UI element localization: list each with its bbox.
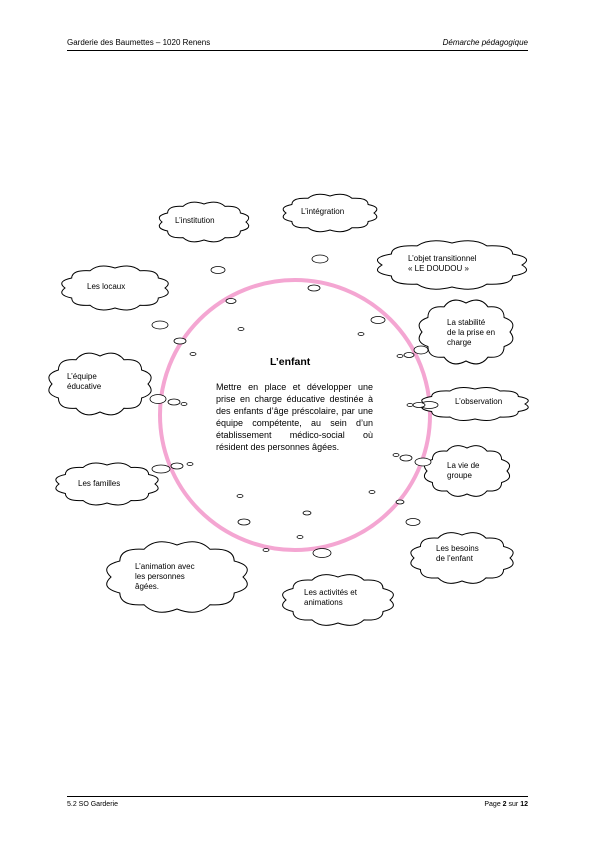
cloud-shape — [55, 462, 159, 506]
thought-bubble — [210, 266, 226, 274]
thought-bubble — [396, 354, 404, 358]
thought-bubble — [413, 345, 429, 355]
cloud-shape — [282, 193, 378, 233]
thought-bubble — [180, 402, 188, 406]
thought-bubble — [414, 457, 432, 467]
footer-rule — [67, 796, 528, 797]
thought-bubble — [237, 518, 251, 526]
cloud-shape — [410, 532, 514, 584]
thought-bubble — [170, 462, 184, 470]
thought-bubble — [312, 548, 332, 558]
cloud-shape — [282, 574, 394, 626]
thought-bubble — [392, 453, 400, 457]
thought-bubble — [237, 327, 245, 331]
cloud-shape — [376, 240, 528, 290]
thought-bubble — [307, 284, 321, 292]
thought-bubble — [368, 490, 376, 494]
thought-bubble — [302, 510, 312, 516]
thought-bubble — [399, 454, 413, 462]
thought-bubble — [395, 499, 405, 505]
thought-bubble — [311, 254, 329, 264]
thought-bubble — [149, 394, 167, 404]
header-right-text: Démarche pédagogique — [442, 38, 528, 47]
thought-bubble — [262, 548, 270, 552]
thought-bubble — [406, 403, 414, 407]
center-description: Mettre en place et développer une prise … — [216, 382, 373, 452]
thought-bubble — [236, 494, 244, 498]
cloud-shape — [423, 445, 511, 497]
header-left-text: Garderie des Baumettes – 1020 Renens — [67, 38, 211, 47]
thought-bubble — [357, 332, 365, 336]
thought-bubble — [403, 352, 415, 358]
cloud-shape — [106, 541, 248, 613]
header-rule — [67, 50, 528, 51]
footer-left-text: 5.2 SO Garderie — [67, 801, 118, 808]
center-title: L’enfant — [270, 356, 311, 368]
thought-bubble — [167, 398, 181, 406]
cloud-shape — [158, 201, 250, 243]
central-circle — [158, 278, 432, 552]
cloud-shape — [48, 352, 152, 416]
thought-bubble — [151, 464, 171, 474]
cloud-shape — [61, 265, 169, 311]
footer-page-number: Page 2 sur 12 — [484, 801, 528, 808]
thought-bubble — [405, 518, 421, 526]
cloud-shape — [418, 299, 514, 365]
thought-bubble — [370, 316, 386, 324]
thought-bubble — [296, 535, 304, 539]
thought-bubble — [189, 352, 197, 356]
thought-bubble — [173, 337, 187, 345]
thought-bubble — [186, 462, 194, 466]
thought-bubble — [412, 402, 426, 408]
thought-bubble — [151, 320, 169, 330]
thought-bubble — [225, 298, 237, 304]
